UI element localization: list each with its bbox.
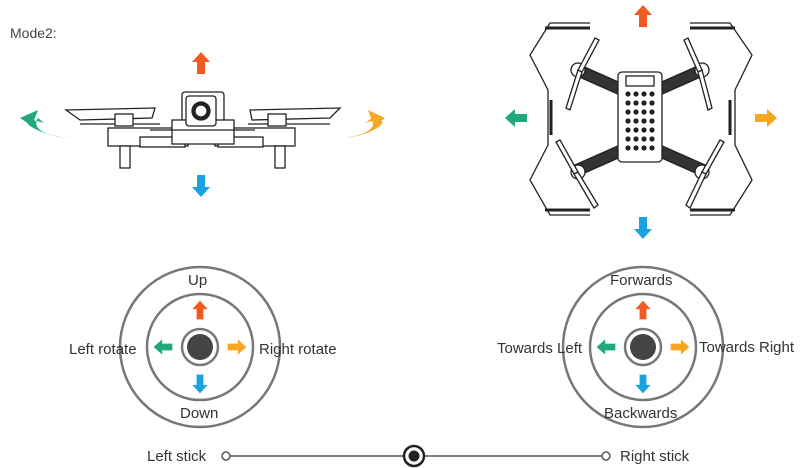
label-left-rotate: Left rotate [69,341,137,358]
vent-dot [625,136,631,142]
vent-dot [625,118,631,124]
vent-dot [649,136,655,142]
stick-right-icon [227,339,247,355]
arrow-left-icon [505,109,527,127]
vent-dot [649,118,655,124]
vent-dot [625,91,631,97]
vent-dot [649,145,655,151]
arrow-up-icon [192,52,210,74]
vent-dot [633,118,639,124]
vent-dot [649,109,655,115]
right-stick-knob [630,334,656,360]
right-joystick [561,265,725,429]
vent-dot [641,136,647,142]
stick-left-icon [596,339,616,355]
vent-dot [633,145,639,151]
label-up: Up [188,272,208,289]
vent-dot [641,109,647,115]
mode-label: Mode2: [10,25,57,41]
vent-dot [649,127,655,133]
rotate-left-icon [20,110,70,138]
arrow-right-icon [755,109,777,127]
stick-right-icon [670,339,690,355]
vent-dot [649,91,655,97]
vent-dot [641,91,647,97]
label-towards-right: Towards Right [699,339,795,356]
vent-dot [625,127,631,133]
label-left-stick: Left stick [147,448,207,465]
vent-dot [625,100,631,106]
vent-dot [641,145,647,151]
left-joystick [118,265,282,429]
vent-dot [625,109,631,115]
stick-down-icon [635,374,651,394]
stick-selector [221,444,611,468]
drone-top-view [529,22,753,216]
left-stick-dot [221,451,231,461]
vent-dot [633,127,639,133]
vent-dot [633,109,639,115]
label-towards-left: Towards Left [497,340,583,357]
vent-dot [625,145,631,151]
right-stick-dot [601,451,611,461]
label-right-stick: Right stick [620,448,690,465]
stick-down-icon [192,374,208,394]
drone-body-vents [625,91,655,151]
vent-dot [633,100,639,106]
vent-dot [641,100,647,106]
vent-dot [649,100,655,106]
label-right-rotate: Right rotate [259,341,337,358]
drone-side-view [64,91,342,169]
arrow-backward-icon [634,217,652,239]
arrow-down-icon [192,175,210,197]
rotate-right-icon [342,110,385,138]
vent-dot [633,136,639,142]
label-forwards: Forwards [610,272,673,289]
vent-dot [633,91,639,97]
label-backwards: Backwards [604,405,678,422]
left-stick-knob [187,334,213,360]
stick-up-icon [192,300,208,320]
label-down: Down [180,405,219,422]
vent-dot [641,127,647,133]
arrow-forward-icon [634,5,652,27]
stick-up-icon [635,300,651,320]
vent-dot [641,118,647,124]
stick-left-icon [153,339,173,355]
